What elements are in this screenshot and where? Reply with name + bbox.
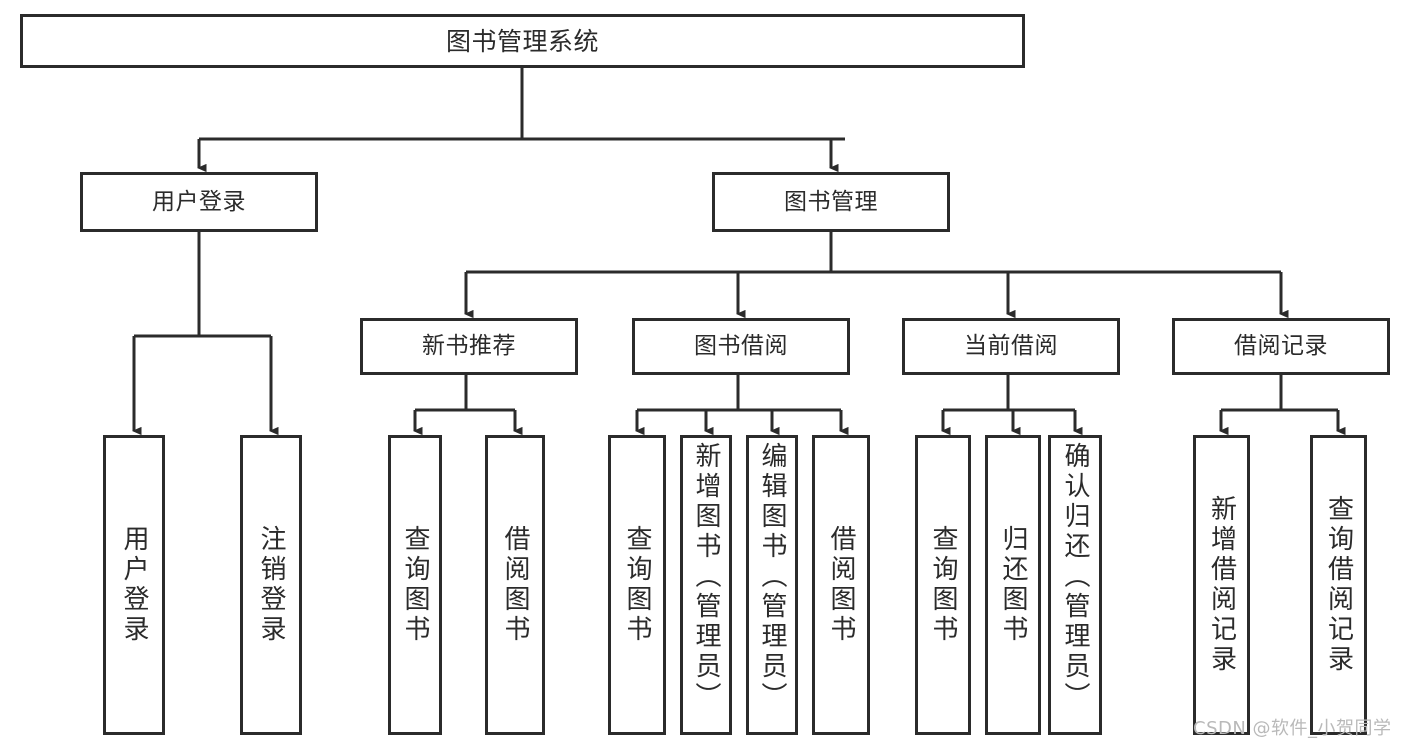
node-leaf-add-borrow-record[interactable]: 新增借阅记录: [1193, 435, 1250, 735]
node-leaf-query-book-3[interactable]: 查询图书: [915, 435, 971, 735]
node-root-label: 图书管理系统: [445, 26, 599, 56]
node-leaf-borrow-book-2[interactable]: 借阅图书: [812, 435, 870, 735]
node-current-borrow[interactable]: 当前借阅: [902, 318, 1120, 375]
node-book-borrow[interactable]: 图书借阅: [632, 318, 850, 375]
node-leaf-query-book-1[interactable]: 查询图书: [388, 435, 442, 735]
node-leaf-add-book-admin[interactable]: 新增图书（管理员）: [680, 435, 732, 735]
node-book-borrow-label: 图书借阅: [694, 333, 788, 360]
node-borrow-record[interactable]: 借阅记录: [1172, 318, 1390, 375]
watermark-text: CSDN @软件_小贺同学: [1193, 718, 1392, 739]
node-leaf-edit-book-admin-label: 编辑图书（管理员）: [757, 442, 787, 712]
node-leaf-query-book-2-label: 查询图书: [622, 525, 652, 645]
node-root[interactable]: 图书管理系统: [20, 14, 1025, 68]
node-leaf-return-book-label: 归还图书: [998, 525, 1028, 645]
node-leaf-add-borrow-record-label: 新增借阅记录: [1206, 495, 1237, 675]
node-leaf-add-book-admin-label: 新增图书（管理员）: [691, 442, 721, 712]
node-leaf-confirm-return-admin[interactable]: 确认归还（管理员）: [1048, 435, 1102, 735]
node-user-login-label: 用户登录: [152, 188, 246, 215]
node-leaf-query-book-3-label: 查询图书: [928, 525, 958, 645]
node-leaf-query-borrow-record-label: 查询借阅记录: [1323, 495, 1354, 675]
node-leaf-user-login[interactable]: 用户登录: [103, 435, 165, 735]
node-leaf-borrow-book-1-label: 借阅图书: [500, 525, 530, 645]
node-leaf-borrow-book-1[interactable]: 借阅图书: [485, 435, 545, 735]
node-leaf-confirm-return-admin-label: 确认归还（管理员）: [1060, 442, 1090, 712]
node-borrow-record-label: 借阅记录: [1234, 333, 1328, 360]
node-leaf-return-book[interactable]: 归还图书: [985, 435, 1041, 735]
node-leaf-borrow-book-2-label: 借阅图书: [826, 525, 856, 645]
node-book-manage-label: 图书管理: [784, 188, 878, 215]
node-leaf-query-borrow-record[interactable]: 查询借阅记录: [1310, 435, 1367, 735]
node-leaf-query-book-1-label: 查询图书: [400, 525, 430, 645]
node-leaf-user-logout-label: 注销登录: [256, 525, 286, 645]
node-new-book-recommend-label: 新书推荐: [422, 333, 516, 360]
node-leaf-query-book-2[interactable]: 查询图书: [608, 435, 666, 735]
node-current-borrow-label: 当前借阅: [964, 333, 1058, 360]
node-leaf-edit-book-admin[interactable]: 编辑图书（管理员）: [746, 435, 798, 735]
node-leaf-user-login-label: 用户登录: [119, 525, 149, 645]
node-leaf-user-logout[interactable]: 注销登录: [240, 435, 302, 735]
node-new-book-recommend[interactable]: 新书推荐: [360, 318, 578, 375]
node-user-login[interactable]: 用户登录: [80, 172, 318, 232]
node-book-manage[interactable]: 图书管理: [712, 172, 950, 232]
